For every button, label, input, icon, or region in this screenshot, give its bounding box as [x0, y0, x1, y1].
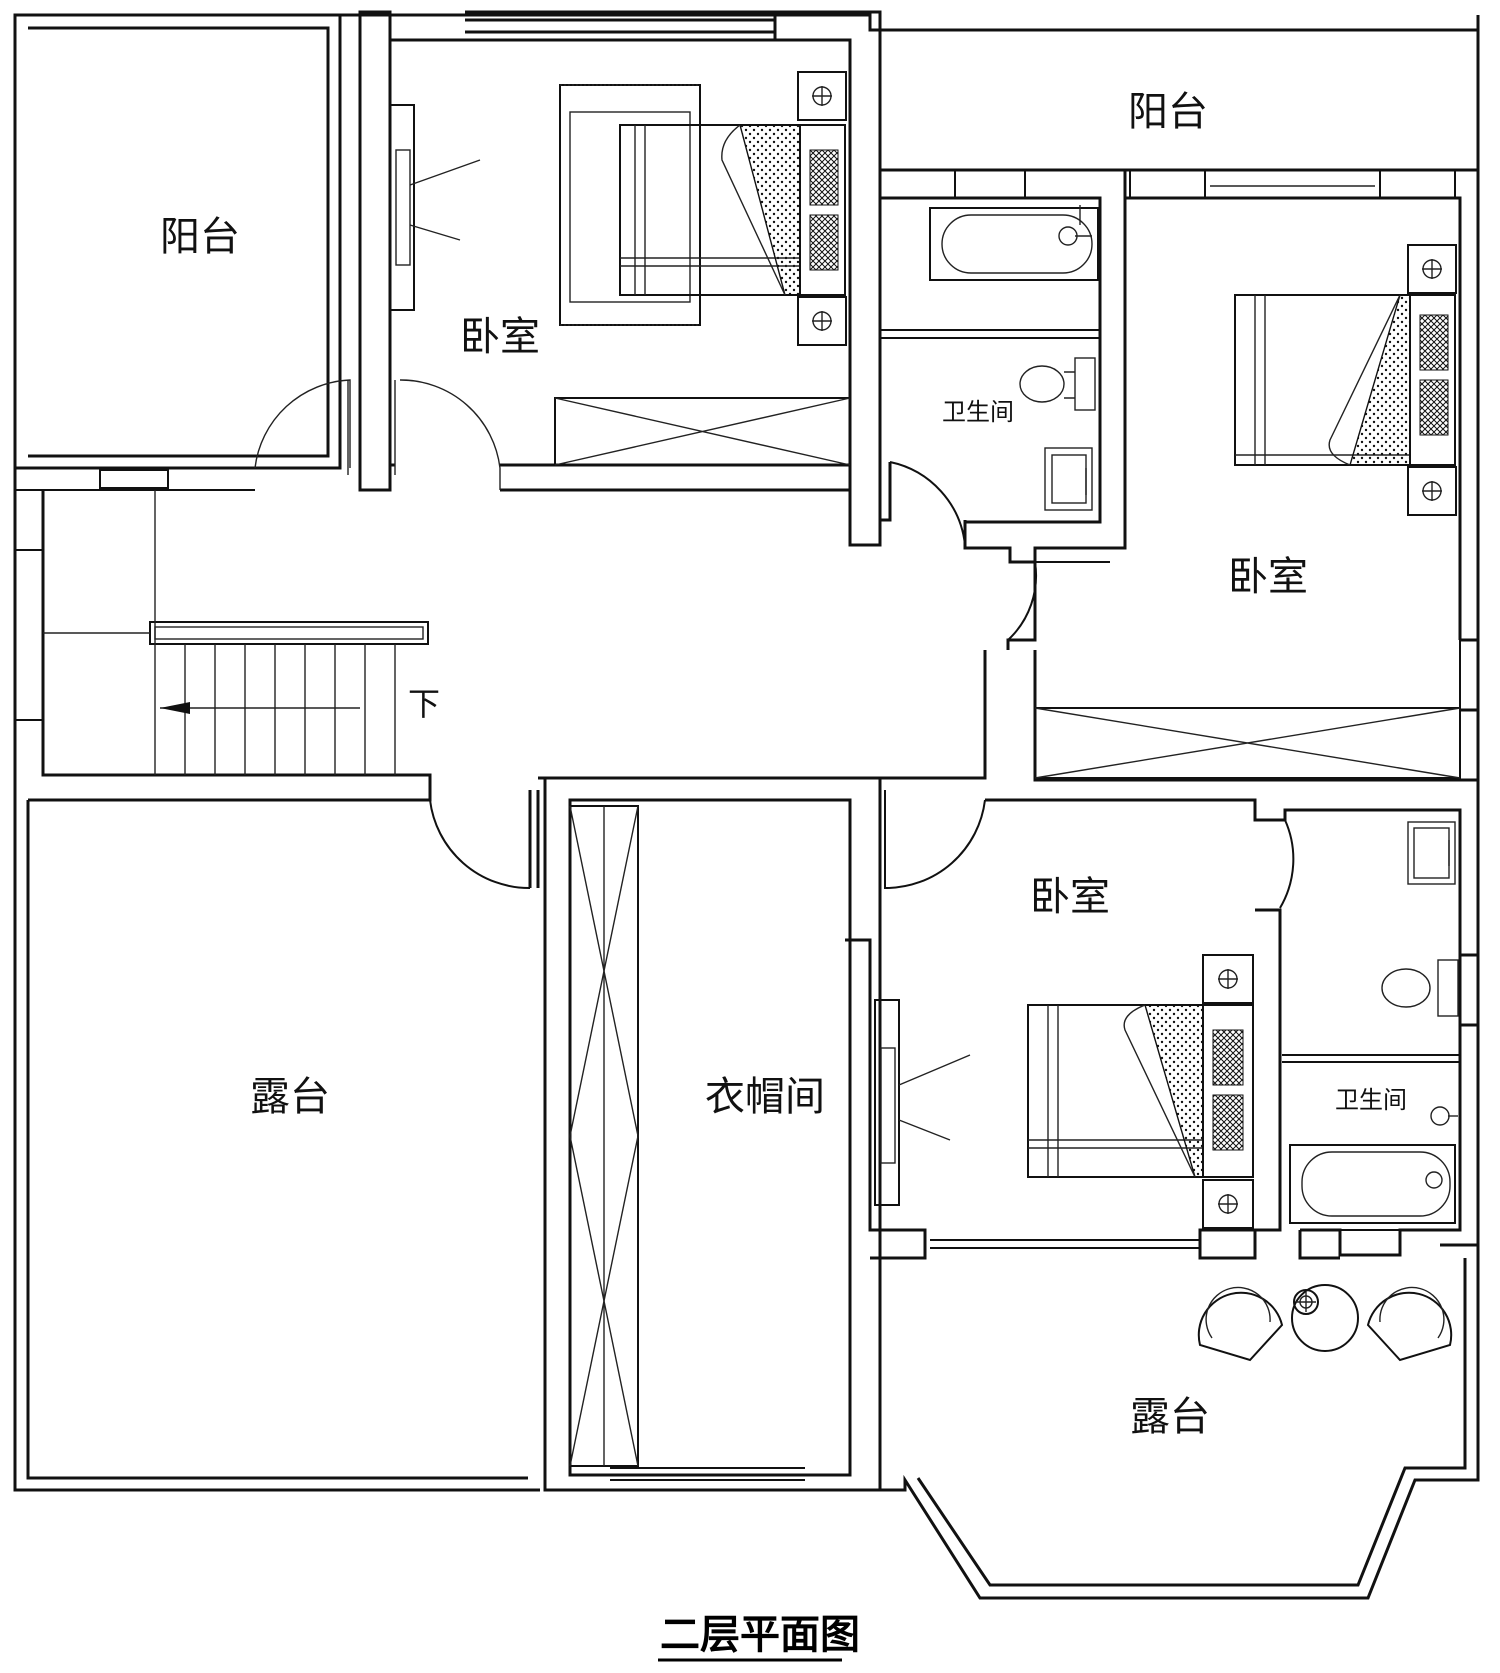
door-swings-hall: [254, 379, 501, 490]
label-terrace-west: 露台: [250, 1074, 330, 1120]
walls-south-bedroom: [845, 798, 1479, 1260]
toilet-north: [1019, 357, 1096, 411]
sink-se: [1407, 821, 1456, 885]
tv-cabinet-north: [389, 104, 481, 311]
label-stair-down: 下: [408, 685, 440, 723]
label-balcony-ne: 阳台: [1128, 89, 1208, 135]
bed-east: [1234, 244, 1457, 516]
label-bedroom-north: 卧室: [460, 314, 540, 360]
label-bath-north: 卫生间: [942, 398, 1014, 426]
tv-cabinet-south: [874, 999, 971, 1206]
sink-north: [1044, 447, 1093, 511]
exterior-walls: [13, 13, 1480, 1600]
walls-east-bedroom: [1006, 168, 1479, 782]
label-balcony-nw: 阳台: [160, 214, 240, 260]
label-closet: 衣帽间: [705, 1074, 825, 1120]
label-bedroom-east: 卧室: [1228, 554, 1308, 600]
terrace-furniture: [1197, 1284, 1453, 1362]
wardrobe-north: [554, 397, 851, 466]
label-bedroom-south: 卧室: [1030, 874, 1110, 920]
toilet-se: [1381, 959, 1459, 1017]
wardrobe-east: [1034, 707, 1461, 779]
label-bath-se: 卫生间: [1335, 1086, 1407, 1114]
bathtub-north: [929, 205, 1099, 281]
label-terrace-se: 露台: [1130, 1394, 1210, 1440]
walls-bath-north: [878, 168, 1127, 564]
walls-closet: [428, 650, 987, 1492]
bathtub-se: [1289, 1106, 1458, 1224]
staircase: [13, 468, 432, 802]
bed-north: [559, 71, 847, 346]
page-title: 二层平面图: [660, 1612, 860, 1658]
bed-south: [1027, 954, 1254, 1229]
